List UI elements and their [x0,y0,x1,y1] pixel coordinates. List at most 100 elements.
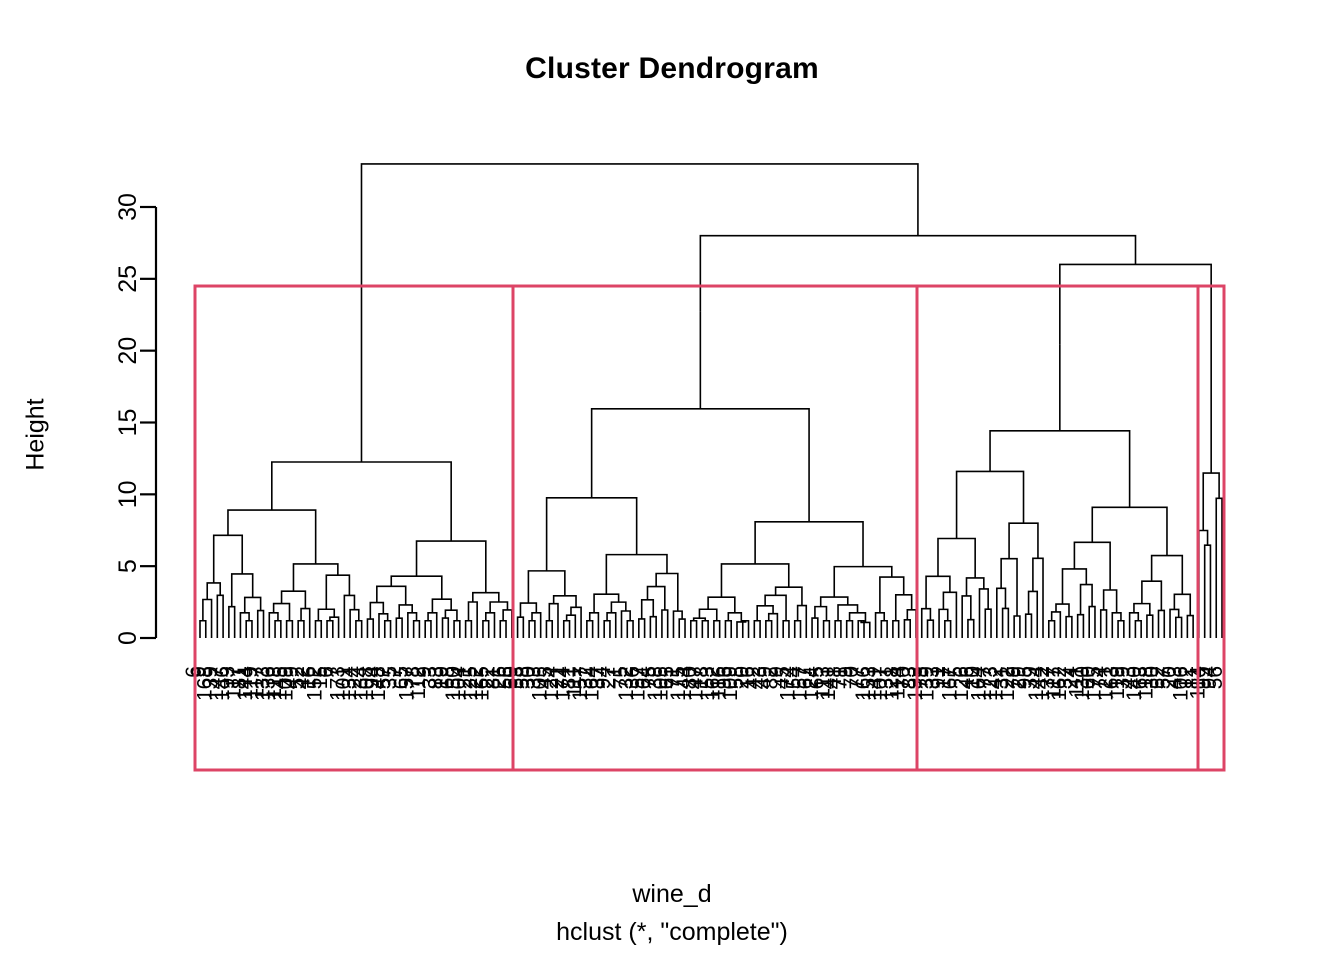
svg-text:124: 124 [540,666,563,701]
svg-text:48: 48 [823,666,846,689]
svg-text:17: 17 [933,666,956,689]
svg-text:121: 121 [1094,666,1117,701]
svg-text:122: 122 [996,666,1019,701]
svg-text:109: 109 [274,666,297,701]
svg-text:79: 79 [1002,666,1025,689]
svg-text:124: 124 [800,666,823,701]
svg-text:27: 27 [598,666,621,689]
svg-text:21: 21 [546,666,569,689]
svg-text:43: 43 [748,666,771,689]
svg-text:30: 30 [517,666,540,689]
svg-text:136: 136 [257,666,280,701]
svg-text:37: 37 [1037,666,1060,689]
svg-text:148: 148 [367,666,390,701]
svg-text:157: 157 [788,666,811,701]
svg-text:52: 52 [286,666,309,689]
svg-text:26: 26 [488,666,511,689]
svg-text:130: 130 [1071,666,1094,701]
svg-text:94: 94 [361,666,384,690]
svg-text:65: 65 [390,666,413,689]
svg-text:81: 81 [482,666,505,689]
svg-text:49: 49 [754,666,777,689]
svg-text:57: 57 [373,666,396,689]
svg-text:30: 30 [1140,666,1163,689]
svg-text:70: 70 [892,666,915,689]
svg-text:7: 7 [321,666,344,678]
svg-text:140: 140 [1123,666,1146,701]
svg-text:145: 145 [269,666,292,701]
svg-text:39: 39 [199,666,222,689]
svg-text:43: 43 [1164,666,1187,689]
svg-text:162: 162 [702,666,725,701]
svg-text:78: 78 [401,666,424,689]
svg-text:42: 42 [292,666,315,689]
svg-text:65: 65 [655,666,678,689]
svg-text:157: 157 [396,666,419,701]
svg-text:9: 9 [188,666,211,678]
svg-text:165: 165 [471,666,494,701]
svg-text:162: 162 [1048,666,1071,701]
svg-text:71: 71 [661,666,684,689]
svg-text:106: 106 [1169,666,1192,701]
page-title: Cluster Dendrogram [525,52,819,85]
svg-text:70: 70 [840,666,863,689]
svg-text:31: 31 [990,666,1013,689]
svg-text:80: 80 [679,666,702,689]
svg-text:157: 157 [627,666,650,701]
svg-text:33: 33 [419,666,442,689]
svg-text:134: 134 [349,666,372,701]
svg-text:111: 111 [563,666,586,698]
svg-text:12: 12 [1175,666,1198,689]
svg-text:119: 119 [240,666,263,699]
svg-text:9: 9 [834,666,857,678]
svg-text:49: 49 [280,666,303,689]
svg-text:31: 31 [875,666,898,689]
svg-text:175: 175 [667,666,690,701]
svg-text:10: 10 [114,480,142,508]
svg-text:144: 144 [1025,666,1048,701]
svg-text:174: 174 [777,666,800,701]
svg-text:116: 116 [707,666,730,699]
svg-text:53: 53 [505,666,528,689]
svg-text:33: 33 [523,666,546,689]
svg-text:141: 141 [863,666,886,701]
svg-text:126: 126 [950,666,973,701]
svg-text:45: 45 [534,666,557,689]
svg-text:111: 111 [1065,666,1088,698]
svg-text:20: 20 [1158,666,1181,689]
svg-text:139: 139 [915,666,938,701]
svg-text:52: 52 [1146,666,1169,689]
svg-text:119: 119 [1106,666,1129,699]
svg-text:107: 107 [869,666,892,701]
svg-text:54: 54 [782,666,805,690]
svg-text:29: 29 [1008,666,1031,689]
svg-text:83: 83 [425,666,448,689]
svg-text:101: 101 [332,666,355,701]
svg-text:177: 177 [973,666,996,701]
svg-text:105: 105 [650,666,673,701]
svg-text:147: 147 [684,666,707,701]
x-axis-sublabel: hclust (*, "complete") [556,918,788,946]
svg-text:144: 144 [234,666,257,701]
svg-text:42: 42 [742,666,765,689]
svg-text:83: 83 [898,666,921,689]
svg-text:36: 36 [621,666,644,689]
svg-text:96: 96 [713,666,736,689]
svg-text:5: 5 [114,559,142,573]
svg-text:39: 39 [1112,666,1135,689]
svg-text:108: 108 [355,666,378,701]
svg-text:138: 138 [644,666,667,701]
svg-text:164: 164 [580,666,603,701]
svg-text:94: 94 [592,666,615,690]
svg-text:150: 150 [442,666,465,701]
svg-text:117: 117 [222,666,245,699]
svg-text:94: 94 [1198,666,1221,690]
svg-text:20: 20 [731,666,754,689]
svg-text:122: 122 [465,666,488,701]
svg-text:118: 118 [1135,666,1158,699]
svg-text:16: 16 [297,666,320,689]
svg-text:25: 25 [114,265,142,293]
svg-text:22: 22 [476,666,499,689]
svg-text:75: 75 [609,666,632,689]
